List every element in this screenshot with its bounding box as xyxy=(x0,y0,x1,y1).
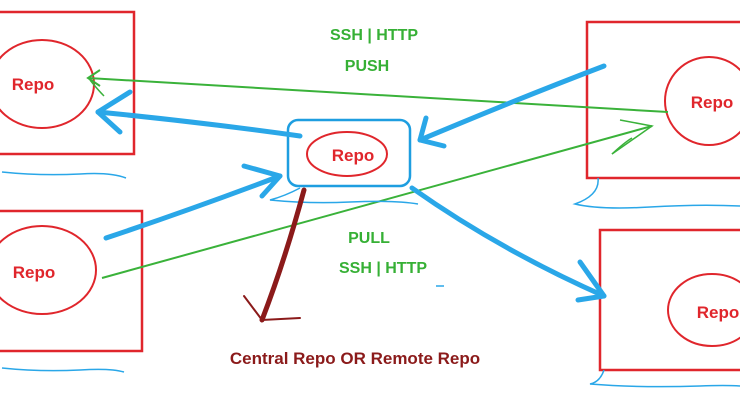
push-label: PUSH xyxy=(345,58,389,75)
arrowhead-central-in xyxy=(241,163,283,199)
arrowhead-top-left xyxy=(95,89,133,135)
arrowhead-central-right-in xyxy=(417,115,447,149)
bottom-right-shadow xyxy=(589,369,740,388)
caption-arrowhead xyxy=(243,295,301,322)
pull-label: PULL xyxy=(348,230,390,247)
green-arrowhead-right xyxy=(611,119,654,155)
top-left-repo-label: Repo xyxy=(12,75,55,94)
top-left-shadow xyxy=(1,171,127,179)
top-right-shadow xyxy=(572,177,740,209)
top-left-repo: Repo xyxy=(0,10,136,179)
blue-arrows xyxy=(95,63,607,303)
bottom-right-box xyxy=(598,228,740,372)
caption-arrow xyxy=(243,187,307,323)
green-line-top xyxy=(87,77,669,113)
bottom-right-repo-label: Repo xyxy=(697,303,740,322)
central-repo-label: Repo xyxy=(332,146,375,165)
bottom-right-repo: Repo xyxy=(589,228,740,388)
arrowhead-bottom-right xyxy=(575,259,607,303)
bottom-left-repo: Repo xyxy=(0,209,144,373)
central-caption: Central Repo OR Remote Repo xyxy=(230,349,480,368)
bottom-left-box xyxy=(0,209,144,353)
bottom-left-circle xyxy=(0,225,97,315)
central-shadow xyxy=(269,187,419,205)
bottom-protocol-label: SSH | HTTP xyxy=(339,260,427,277)
bottom-right-circle xyxy=(667,273,740,347)
arrow-central-to-bottom-right xyxy=(409,185,607,299)
bottom-left-repo-label: Repo xyxy=(13,263,56,282)
top-right-repo: Repo xyxy=(572,20,740,209)
arrow-bottom-left-to-central xyxy=(103,173,283,241)
arrow-top-right-to-central xyxy=(417,63,607,143)
green-scribble-right xyxy=(611,137,633,155)
top-right-repo-label: Repo xyxy=(691,93,734,112)
caption-arrow-shaft xyxy=(259,187,307,323)
top-protocol-label: SSH | HTTP xyxy=(330,27,418,44)
central-circle xyxy=(306,131,388,177)
top-left-box xyxy=(0,10,136,156)
green-arrowhead-left xyxy=(86,69,101,87)
arrow-central-to-top-left xyxy=(95,109,303,139)
central-repo: Repo xyxy=(269,118,419,205)
bottom-left-shadow xyxy=(1,367,125,373)
green-scribble-left xyxy=(89,79,105,97)
top-right-box xyxy=(585,20,740,180)
top-right-circle xyxy=(664,56,740,146)
